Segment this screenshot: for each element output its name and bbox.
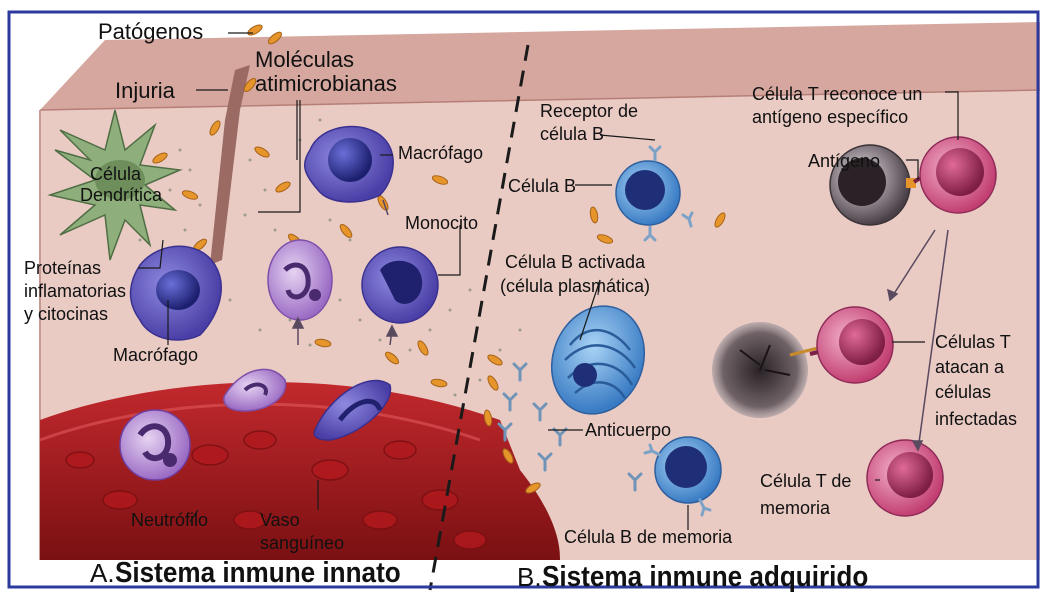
caption-adaptive-letter: B. xyxy=(517,562,542,592)
macrophage-top xyxy=(305,127,393,202)
label-celula-dendritica-1: Célula xyxy=(90,164,141,185)
label-proteinas-1: Proteínas xyxy=(24,258,101,279)
label-celula-dendritica-2: Dendrítica xyxy=(80,185,162,206)
neutrophil-mid xyxy=(268,240,332,320)
label-vaso-1: Vaso xyxy=(260,510,300,531)
label-celula-b-activada-2: (célula plasmática) xyxy=(500,276,650,297)
caption-innate: A.Sistema inmune innato xyxy=(90,557,432,590)
caption-innate-letter: A. xyxy=(90,558,115,588)
label-macrofago-top: Macrófago xyxy=(398,143,483,164)
label-macrofago-bottom: Macrófago xyxy=(113,345,198,366)
label-proteinas-2: inflamatorias xyxy=(24,281,126,302)
label-celula-b: Célula B xyxy=(508,176,576,197)
monocyte xyxy=(362,247,438,323)
label-celulas-t-2: atacan a xyxy=(935,357,1004,378)
label-proteinas-3: y citocinas xyxy=(24,304,108,325)
label-celula-t-reconoce-2: antígeno específico xyxy=(752,107,908,128)
label-celula-t-memoria-1: Célula T de xyxy=(760,471,851,492)
label-moleculas: Moléculas xyxy=(255,48,354,72)
label-neutrofilo: Neutrófilo xyxy=(131,510,208,531)
label-celula-t-reconoce-1: Célula T reconoce un xyxy=(752,84,922,105)
label-celula-t-memoria-2: memoria xyxy=(760,498,830,519)
caption-adaptive: B.Sistema inmune adquirido xyxy=(517,561,904,593)
label-vaso-2: sanguíneo xyxy=(260,533,344,554)
macrophage-left xyxy=(131,246,222,340)
label-patogenos: Patógenos xyxy=(98,20,203,44)
label-receptor-2: célula B xyxy=(540,124,604,145)
neutrophil xyxy=(120,410,190,480)
label-celula-b-activada-1: Célula B activada xyxy=(505,252,645,273)
label-antigeno: Antígeno xyxy=(808,151,880,172)
caption-adaptive-name: Sistema inmune adquirido xyxy=(542,561,868,593)
memory-t-cell xyxy=(867,440,943,516)
label-celulas-t-4: infectadas xyxy=(935,409,1017,430)
label-anticuerpo: Anticuerpo xyxy=(585,420,671,441)
label-celulas-t-3: células xyxy=(935,382,991,403)
label-injuria: Injuria xyxy=(115,79,175,103)
label-monocito: Monocito xyxy=(405,213,478,234)
label-celulas-t-1: Células T xyxy=(935,332,1011,353)
label-atimicrobianas: atimicrobianas xyxy=(255,72,397,96)
label-receptor-1: Receptor de xyxy=(540,101,638,122)
caption-innate-name: Sistema inmune innato xyxy=(115,557,401,590)
label-celula-b-memoria: Célula B de memoria xyxy=(564,527,732,548)
